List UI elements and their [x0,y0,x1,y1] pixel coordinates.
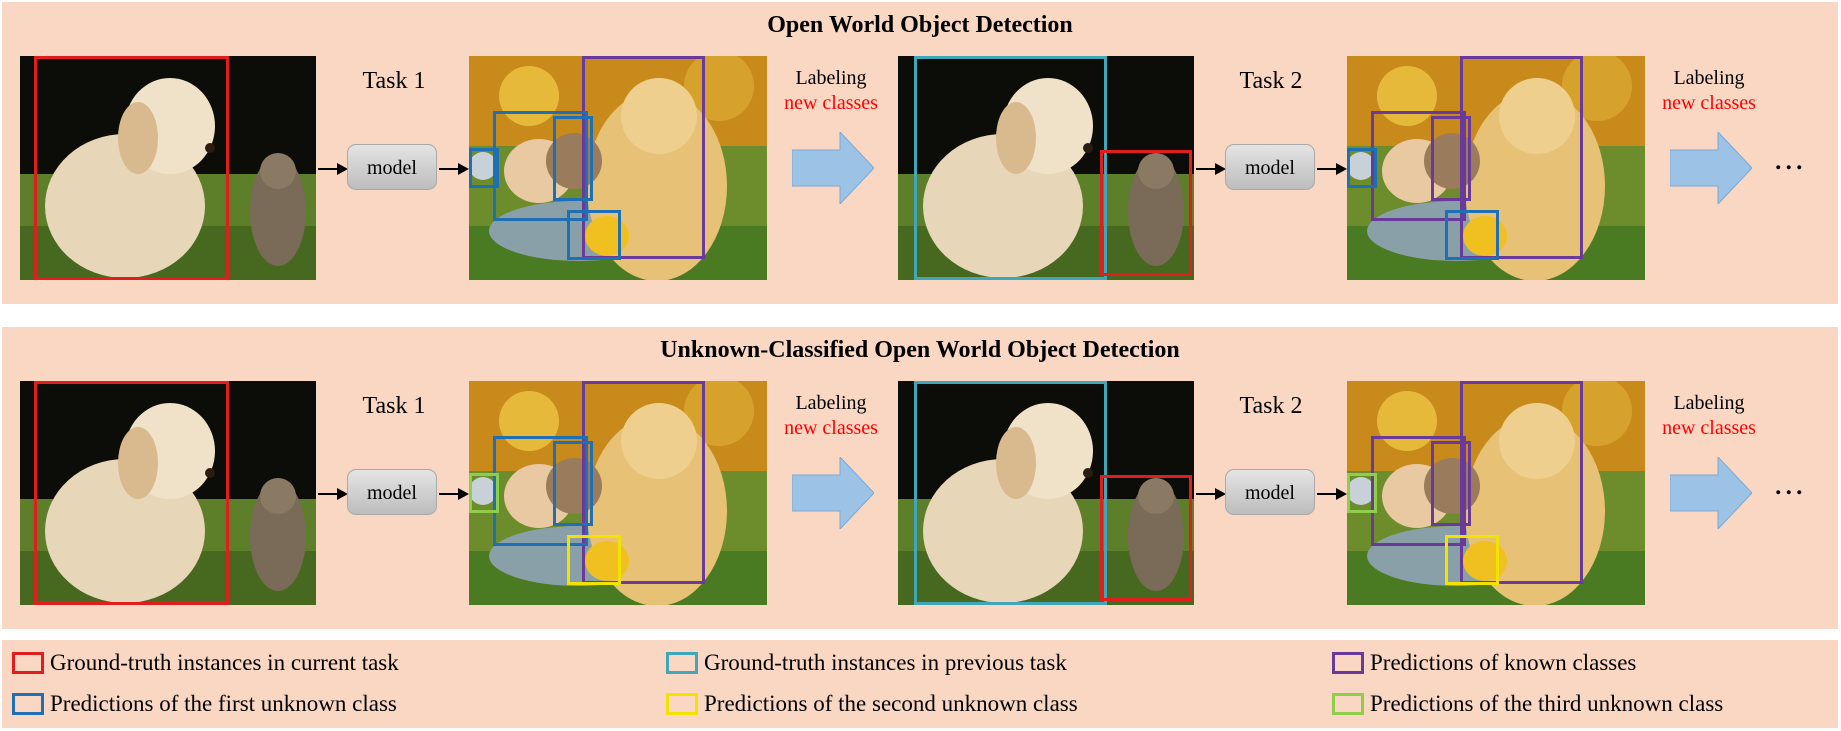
puppy-kitten-photo [898,381,1194,605]
legend-label: Ground-truth instances in current task [50,650,399,675]
legend-swatch [666,693,698,715]
legend-panel: Ground-truth instances in current task P… [2,640,1838,728]
labeling-caption: Labeling new classes [766,391,896,441]
pets-group-photo [1347,56,1645,280]
new-classes-text: new classes [1662,417,1756,439]
arrow-to-model [1196,163,1226,175]
unknown-first-box [469,148,499,188]
legend-swatch [12,652,44,674]
puppy-kitten-image [20,56,316,280]
legend-label: Predictions of the third unknown class [1370,691,1724,716]
puppy-kitten-photo [20,381,316,605]
gt-current-box [1100,475,1192,601]
arrow-from-model [1317,488,1347,500]
panel-title: Unknown-Classified Open World Object Det… [660,337,1180,363]
arrow-from-model [439,163,469,175]
legend-item: Predictions of the first unknown class [12,689,397,719]
unknown-second-box [567,535,621,585]
known-class-box [582,381,705,584]
pets-group-image [469,56,767,280]
unknown-second-box [1445,535,1499,585]
labeling-text: Labeling [1673,67,1745,89]
new-classes-text: new classes [1662,92,1756,114]
new-classes-text: new classes [784,417,878,439]
legend-item: Predictions of known classes [1332,648,1636,678]
puppy-kitten-photo [20,56,316,280]
panel-title: Open World Object Detection [767,12,1073,38]
known-class-box [1460,381,1583,584]
known-class-box [582,56,705,259]
labeling-caption: Labeling new classes [766,66,896,116]
ellipsis: ... [1774,465,1806,502]
puppy-kitten-photo [898,56,1194,280]
legend-swatch [1332,652,1364,674]
known-class-box [1460,56,1583,259]
legend-label: Predictions of the first unknown class [50,691,397,716]
puppy-kitten-image [20,381,316,605]
panel-open-world: Open World Object Detection Task 1 model [2,2,1838,304]
known-class-box [1371,111,1466,221]
labeling-arrow [792,457,874,529]
legend-swatch [12,693,44,715]
gt-previous-box [914,381,1107,605]
known-class-box [1431,116,1471,201]
gt-current-box [1100,150,1192,276]
pets-group-image [1347,381,1645,605]
task1-label: Task 1 [362,68,426,94]
legend-item: Ground-truth instances in previous task [666,648,1067,678]
unknown-third-box [469,473,499,513]
unknown-first-box [493,436,588,546]
unknown-third-box [1347,473,1377,513]
arrow-to-model [318,163,348,175]
labeling-text: Labeling [795,392,867,414]
known-class-box [1431,441,1471,526]
new-classes-text: new classes [784,92,878,114]
legend-item: Ground-truth instances in current task [12,648,399,678]
legend-item: Predictions of the second unknown class [666,689,1078,719]
model-box: model [1225,144,1315,190]
unknown-first-box [567,210,621,260]
labeling-arrow [792,132,874,204]
legend-swatch [666,652,698,674]
model-box: model [347,144,437,190]
task1-label: Task 1 [362,393,426,419]
legend-swatch [1332,693,1364,715]
unknown-first-box [1347,148,1377,188]
unknown-first-box [493,111,588,221]
pets-group-photo [1347,381,1645,605]
model-box: model [347,469,437,515]
pets-group-image [469,381,767,605]
legend-label: Predictions of the second unknown class [704,691,1078,716]
puppy-kitten-image [898,381,1194,605]
arrow-from-model [439,488,469,500]
legend-label: Predictions of known classes [1370,650,1637,675]
ellipsis: ... [1774,140,1806,177]
pets-group-image [1347,56,1645,280]
known-class-box [1371,436,1466,546]
arrow-from-model [1317,163,1347,175]
gt-current-box [34,381,229,605]
labeling-caption: Labeling new classes [1644,391,1774,441]
labeling-text: Labeling [795,67,867,89]
gt-previous-box [914,56,1107,280]
labeling-caption: Labeling new classes [1644,66,1774,116]
model-box: model [1225,469,1315,515]
labeling-arrow [1670,457,1752,529]
arrow-to-model [318,488,348,500]
pets-group-photo [469,56,767,280]
task2-label: Task 2 [1239,68,1303,94]
arrow-to-model [1196,488,1226,500]
legend-label: Ground-truth instances in previous task [704,650,1067,675]
labeling-arrow [1670,132,1752,204]
gt-current-box [34,56,229,280]
puppy-kitten-image [898,56,1194,280]
unknown-first-box [553,116,593,201]
unknown-first-box [553,441,593,526]
labeling-text: Labeling [1673,392,1745,414]
panel-unknown-classified: Unknown-Classified Open World Object Det… [2,327,1838,629]
task2-label: Task 2 [1239,393,1303,419]
unknown-first-box [1445,210,1499,260]
legend-item: Predictions of the third unknown class [1332,689,1723,719]
